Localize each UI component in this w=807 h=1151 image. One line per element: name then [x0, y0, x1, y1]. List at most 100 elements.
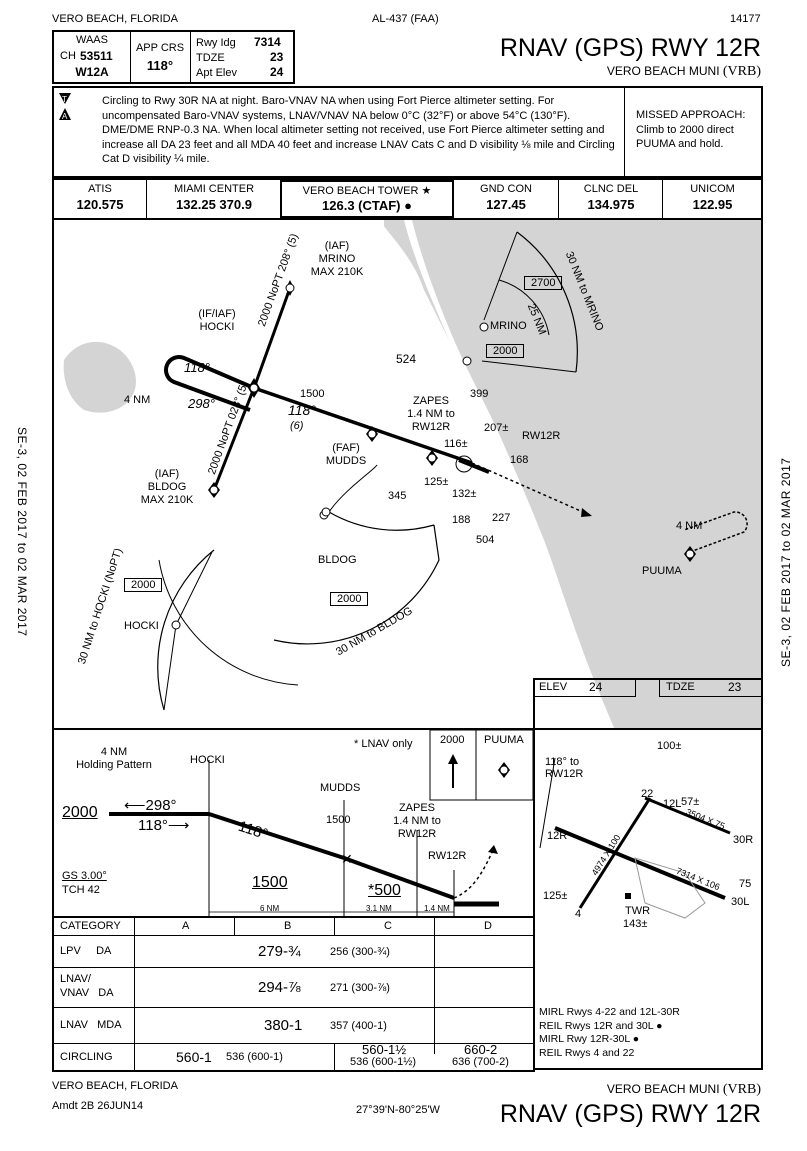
rwy-12r-label: 12R: [547, 830, 568, 842]
tdze-value: 23: [270, 50, 284, 64]
comms-strip: ATIS 120.575 MIAMI CENTER 132.25 370.9 V…: [52, 178, 763, 220]
svg-text:T: T: [62, 95, 67, 104]
puuma-profile-symbol: [498, 762, 510, 778]
footer-amendment: Amdt 2B 26JUN14: [52, 1100, 144, 1112]
comm-freq: 120.575: [76, 197, 124, 212]
puuma-label: PUUMA: [642, 565, 682, 577]
obstacle-207: 207±: [484, 422, 509, 434]
four-nm-label: 4 NM: [124, 394, 151, 406]
footer-location: VERO BEACH, FLORIDA: [52, 1080, 178, 1092]
missed-alt-icon-label: 2000: [440, 734, 465, 746]
obstacle-125: 125±: [424, 476, 449, 488]
obstacle-132: 132±: [452, 488, 477, 500]
ad-course-to: 118° to RW12R: [545, 756, 584, 780]
elev-box: ELEV 24: [535, 680, 636, 697]
crs-298-hold: 298°: [188, 396, 215, 411]
obstacle-168: 168: [510, 454, 529, 466]
bldog-label: (IAF) BLDOG MAX 210K: [140, 468, 194, 506]
profile-rw12r: RW12R: [428, 850, 467, 862]
app-crs-value: 118°: [146, 58, 174, 73]
plan-view: (IAF) MRINO MAX 210K (IF/IAF) HOCKI (IAF…: [52, 218, 763, 730]
profile-gs: GS 3.00°: [62, 870, 107, 882]
row-value: 380-1: [264, 1017, 303, 1034]
cat-b: B: [284, 920, 292, 932]
obstacle-188: 188: [452, 514, 471, 526]
row-detail: 271 (300-⅞): [330, 982, 390, 994]
tdze-label: TDZE: [196, 52, 225, 64]
lighting-line: REIL Rwys 12R and 30L ●: [539, 1019, 663, 1032]
ad-tower-elev: 143±: [623, 918, 648, 930]
footer-title: RNAV (GPS) RWY 12R: [499, 1100, 761, 1128]
side-validity-right: SE-3, 02 FEB 2017 to 02 MAR 2017: [779, 457, 793, 667]
profile-tch: TCH 42: [62, 884, 100, 896]
missed-fix-icon-label: PUUMA: [484, 734, 524, 746]
obstacle-116: 116±: [444, 438, 468, 450]
profile-holding-label: 4 NM Holding Pattern: [76, 746, 152, 771]
zapes-fix-symbol: [426, 450, 438, 466]
plan-view-graphic: [63, 220, 761, 728]
taa-mrino-inner-arc: [498, 279, 550, 336]
row-detail: 256 (300-¾): [330, 946, 390, 958]
profile-mudds: MUDDS: [320, 782, 361, 794]
profile-118a-text: 118°: [138, 817, 168, 834]
procedure-title: RNAV (GPS) RWY 12R: [499, 34, 761, 62]
barrier-island: [404, 220, 599, 728]
comm-ground: GND CON 127.45: [454, 180, 558, 218]
elev-label: ELEV: [539, 681, 568, 693]
mrino-sector-alt-2000: 2000: [486, 344, 525, 358]
app-crs-box: APP CRS 118°: [130, 32, 191, 82]
glidepath: [343, 856, 455, 900]
ch-value: 53511: [80, 49, 113, 63]
circling-c-detail: 536 (600-1½): [350, 1056, 417, 1068]
profile-dist-14: 1.4 NM: [424, 904, 450, 913]
lighting-line: MIRL Rwy 12R-30L ●: [539, 1033, 640, 1045]
airport-plan-symbol: [455, 455, 473, 473]
row-label: LNAV/ VNAV DA: [60, 973, 114, 999]
hocki-taa-fix: [171, 620, 181, 630]
comm-name: CLNC DEL: [583, 183, 639, 195]
circling-d-value: 660-2: [464, 1042, 498, 1057]
bldog-fix-label: BLDOG: [318, 554, 357, 566]
category-header-row: CATEGORY A B C D: [54, 918, 533, 935]
footer-coordinates: 27°39'N-80°25'W: [356, 1104, 440, 1116]
puuma-fix-symbol: [684, 546, 696, 562]
cat-a: A: [182, 920, 190, 932]
tower-symbol: [625, 893, 631, 899]
bldog-sector-alt: 2000: [330, 592, 369, 606]
svg-text:A: A: [62, 112, 68, 121]
hocki-sector-alt: 2000: [124, 578, 163, 592]
taa-bldog-aux: [328, 512, 424, 530]
mudds-fix-symbol: [366, 426, 378, 442]
profile-zapes: ZAPES 1.4 NM to RW12R: [393, 802, 441, 840]
notes-divider: [624, 88, 625, 176]
waas-box: WAAS CH 53511 W12A: [54, 32, 131, 82]
mrino-hocki-route: [252, 287, 292, 389]
profile-118a: 118°⟶: [138, 817, 190, 834]
mrino-fix-symbol: [285, 280, 295, 296]
taa-hocki-arc: [157, 549, 215, 711]
faf-cross: ✕: [341, 851, 353, 867]
profile-alt-2000: 2000: [62, 804, 98, 821]
taa-mrino-line1: [483, 231, 518, 321]
profile-hocki: HOCKI: [190, 754, 225, 766]
rwy-22-label: 22: [641, 788, 654, 800]
airport-diagram: ELEV 24 TDZE 23 100± 118° to RW12R 57± 3…: [533, 678, 763, 1070]
obstacle-345: 345: [388, 490, 407, 502]
row-label: LPV DA: [60, 945, 112, 957]
lpv-row: LPV DA 279-¾ 256 (300-¾): [54, 935, 533, 968]
lighting-notes: MIRL Rwys 4-22 and 12L-30R REIL Rwys 12R…: [539, 1006, 680, 1060]
lighting-line: REIL Rwys 4 and 22: [539, 1046, 635, 1059]
row-detail: 357 (400-1): [330, 1020, 387, 1032]
profile-alt-1500: 1500: [252, 874, 288, 891]
col-divider: [234, 918, 235, 935]
profile-graphic: ✕: [109, 730, 533, 916]
comm-freq: 132.25 370.9: [176, 197, 252, 212]
lnav-row: LNAV MDA 380-1 357 (400-1): [54, 1007, 533, 1044]
comm-freq: 126.3 (CTAF) ●: [322, 198, 412, 213]
profile-view: ✕ 4 NM Holding Pattern HOCKI * LNAV only…: [52, 728, 535, 918]
side-validity-left: SE-3, 02 FEB 2017 to 02 MAR 2017: [15, 427, 29, 637]
runway-12r-plan: [458, 458, 490, 474]
comm-freq: 122.95: [692, 197, 733, 212]
alt-1500-label: 1500: [300, 388, 325, 400]
dist-6-label: (6): [290, 420, 304, 432]
